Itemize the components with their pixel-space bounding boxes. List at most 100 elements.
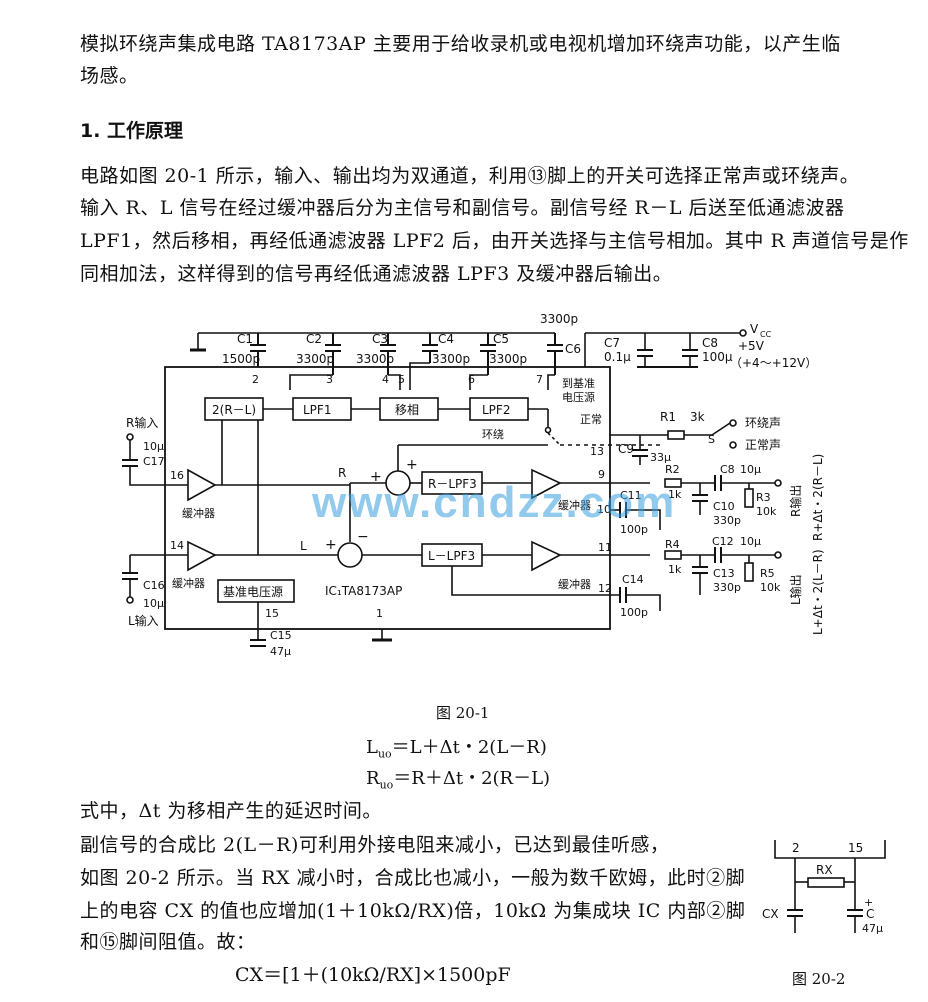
svg-text:10μ: 10μ <box>740 463 761 476</box>
svg-text:R1: R1 <box>660 410 676 424</box>
equation-r-uo: Ruo＝R＋Δt・2(R－L) <box>366 768 551 792</box>
svg-text:3300p: 3300p <box>432 352 470 366</box>
svg-text:C1: C1 <box>237 332 253 346</box>
svg-text:S: S <box>708 433 715 446</box>
svg-text:330p: 330p <box>713 514 741 527</box>
svg-text:C17: C17 <box>143 455 165 468</box>
svg-text:C13: C13 <box>713 567 735 580</box>
svg-text:RX: RX <box>816 863 833 877</box>
svg-text:R3: R3 <box>756 491 771 504</box>
svg-text:2(R－L): 2(R－L) <box>212 403 256 417</box>
svg-text:R输入: R输入 <box>126 415 158 430</box>
svg-text:C10: C10 <box>713 500 735 513</box>
svg-text:R4: R4 <box>665 538 680 551</box>
svg-text:47μ: 47μ <box>270 645 291 658</box>
section-title: 1. 工作原理 <box>80 120 184 142</box>
svg-text:C14: C14 <box>622 573 644 586</box>
svg-text:缓冲器: 缓冲器 <box>558 577 591 591</box>
svg-text:移相: 移相 <box>395 403 419 417</box>
svg-text:3: 3 <box>326 373 333 386</box>
svg-text:10μ: 10μ <box>143 440 164 453</box>
svg-text:到基准: 到基准 <box>562 377 595 390</box>
svg-text:15: 15 <box>848 841 863 855</box>
para1-line-2: 输入 R、L 信号在经过缓冲器后分为主信号和副信号。副信号经 R－L 后送至低通… <box>80 197 845 219</box>
svg-text:13: 13 <box>590 445 604 458</box>
svg-text:L－LPF3: L－LPF3 <box>428 549 475 563</box>
svg-text:47μ: 47μ <box>862 922 883 935</box>
para3-line-4: 和⑮脚间阻值。故： <box>80 931 256 953</box>
svg-text:CX: CX <box>762 907 779 921</box>
svg-text:C6: C6 <box>565 342 581 356</box>
watermark: www.cndzz.com <box>312 478 677 527</box>
svg-text:C16: C16 <box>143 579 165 592</box>
svg-text:−: − <box>357 529 369 545</box>
svg-text:6: 6 <box>468 373 475 386</box>
svg-text:100p: 100p <box>620 606 648 619</box>
svg-text:33μ: 33μ <box>650 451 671 464</box>
svg-text:C: C <box>866 907 874 921</box>
svg-text:C12: C12 <box>712 535 734 548</box>
svg-text:C4: C4 <box>438 332 454 346</box>
para3-line-1: 副信号的合成比 2(L－R)可利用外接电阻来减小，已达到最佳听感， <box>80 834 670 856</box>
svg-text:15: 15 <box>265 607 279 620</box>
figure-caption-20-1: 图 20-1 <box>436 704 490 722</box>
svg-text:C7: C7 <box>604 336 620 350</box>
intro-line-2: 场感。 <box>80 65 139 87</box>
svg-text:3300p: 3300p <box>296 352 334 366</box>
svg-text:0.1μ: 0.1μ <box>604 350 631 364</box>
svg-text:2: 2 <box>252 373 259 386</box>
svg-text:1k: 1k <box>668 563 682 576</box>
svg-text:C5: C5 <box>493 332 509 346</box>
top-cap-3300: 3300p <box>540 312 578 326</box>
svg-text:电压源: 电压源 <box>562 390 595 404</box>
svg-text:R5: R5 <box>760 567 775 580</box>
svg-text:环绕声: 环绕声 <box>745 416 781 430</box>
figure-caption-20-2: 图 20-2 <box>792 970 846 988</box>
svg-text:100μ: 100μ <box>702 350 733 364</box>
svg-text:4: 4 <box>382 373 389 386</box>
svg-text:+: + <box>325 537 337 553</box>
svg-text:330p: 330p <box>713 581 741 594</box>
svg-text:10k: 10k <box>756 505 777 518</box>
svg-text:C11: C11 <box>620 489 642 502</box>
circuit-diagram-20-2: 2 15 RX CX + C 47μ <box>762 840 886 935</box>
svg-text:缓冲器: 缓冲器 <box>182 506 215 520</box>
label-L: L <box>300 539 307 553</box>
svg-text:3k: 3k <box>690 410 705 424</box>
svg-text:L输出: L输出 <box>788 574 803 605</box>
svg-text:V: V <box>750 322 759 336</box>
label-R: R <box>338 466 346 480</box>
svg-text:C8: C8 <box>720 463 735 476</box>
svg-text:R+Δt・2(R－L): R+Δt・2(R－L) <box>811 454 825 541</box>
para2: 式中，Δt 为移相产生的延迟时间。 <box>80 800 382 822</box>
svg-text:R输出: R输出 <box>788 485 803 517</box>
svg-text:（+4～+12V）: （+4～+12V） <box>730 356 817 370</box>
svg-text:100p: 100p <box>620 523 648 536</box>
svg-text:缓冲器: 缓冲器 <box>172 576 205 590</box>
svg-text:基准电压源: 基准电压源 <box>223 585 283 599</box>
svg-text:7: 7 <box>536 373 543 386</box>
svg-text:C2: C2 <box>306 332 322 346</box>
svg-text:C8: C8 <box>702 336 718 350</box>
svg-text:CC: CC <box>760 330 772 339</box>
para1-line-3: LPF1，然后移相，再经低通滤波器 LPF2 后，由开关选择与主信号相加。其中 … <box>80 230 909 252</box>
para1-line-1: 电路如图 20-1 所示，输入、输出均为双通道，利用⑬脚上的开关可选择正常声或环… <box>80 165 860 187</box>
svg-text:C15: C15 <box>270 629 292 642</box>
svg-text:环绕: 环绕 <box>482 428 504 441</box>
svg-text:5: 5 <box>398 373 405 386</box>
svg-text:LPF2: LPF2 <box>482 403 510 417</box>
svg-text:L+Δt・2(L－R): L+Δt・2(L－R) <box>811 549 825 635</box>
svg-text:10μ: 10μ <box>143 597 164 610</box>
equation-l-uo: Luo＝L＋Δt・2(L－R) <box>366 737 547 761</box>
svg-text:1500p: 1500p <box>222 352 260 366</box>
equation-cx: CX＝[1＋(10kΩ/RX]×1500pF <box>235 964 511 986</box>
para1-line-4: 同相加法，这样得到的信号再经低通滤波器 LPF3 及缓冲器后输出。 <box>80 263 673 285</box>
svg-text:10k: 10k <box>760 581 781 594</box>
svg-text:IC₁TA8173AP: IC₁TA8173AP <box>325 584 402 598</box>
para3-line-2: 如图 20-2 所示。当 RX 减小时，合成比也减小，一般为数千欧姆，此时②脚 <box>80 867 746 889</box>
svg-text:C3: C3 <box>372 332 388 346</box>
para3-line-3: 上的电容 CX 的值也应增加(1＋10kΩ/RX)倍，10kΩ 为集成块 IC … <box>80 900 746 922</box>
svg-text:11: 11 <box>598 541 612 554</box>
svg-text:+: + <box>864 896 873 909</box>
svg-text:16: 16 <box>170 469 184 482</box>
